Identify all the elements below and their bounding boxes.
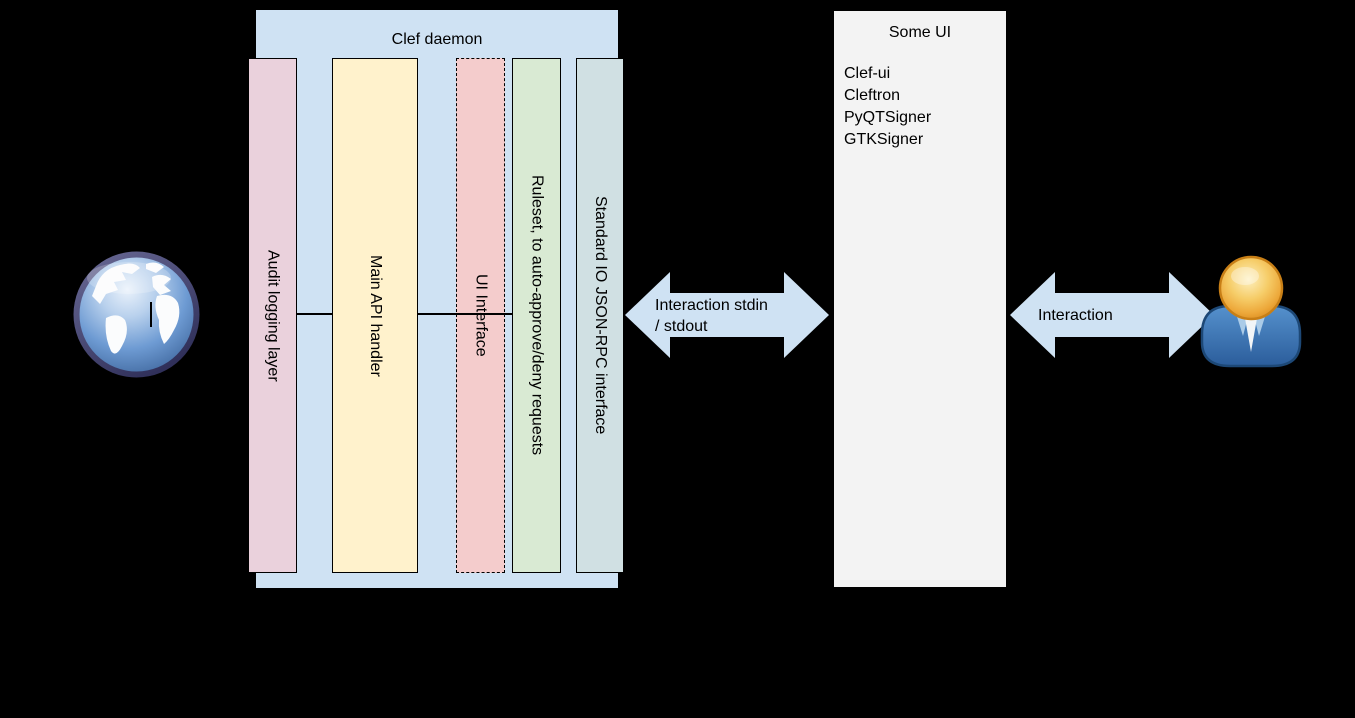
layer-label-main-api-handler: Main API handler bbox=[367, 254, 384, 377]
layer-bar-main-api-handler: Main API handler bbox=[332, 58, 418, 573]
interaction-arrow bbox=[1010, 272, 1214, 358]
layer-label-ruleset: Ruleset, to auto-approve/deny requests bbox=[528, 175, 546, 456]
some-ui-title: Some UI bbox=[888, 24, 952, 41]
some-ui-box: Some UI Clef-ui Cleftron PyQTSigner GTKS… bbox=[833, 10, 1007, 588]
some-ui-item-pyqtsigner: PyQTSigner bbox=[844, 109, 932, 126]
clef-daemon-box: Clef daemon bbox=[256, 10, 618, 588]
connector-audit-to-api bbox=[297, 313, 332, 315]
layer-label-stdio-jsonrpc: Standard IO JSON-RPC interface bbox=[592, 196, 609, 435]
connector-api-to-ruleset bbox=[418, 313, 512, 315]
clef-daemon-title: Clef daemon bbox=[391, 31, 483, 48]
some-ui-item-cleftron: Cleftron bbox=[844, 87, 901, 104]
layer-bar-audit-logging: Audit logging layer bbox=[248, 58, 297, 573]
globe-icon bbox=[73, 251, 200, 378]
some-ui-item-clef-ui: Clef-ui bbox=[844, 65, 891, 82]
some-ui-list: Clef-ui Cleftron PyQTSigner GTKSigner bbox=[844, 63, 931, 151]
layer-label-audit-logging: Audit logging layer bbox=[264, 249, 282, 382]
user-icon bbox=[1200, 255, 1302, 368]
stdin-stdout-arrow-label-line2: / stdout bbox=[655, 318, 708, 335]
layer-bar-ruleset: Ruleset, to auto-approve/deny requests bbox=[512, 58, 561, 573]
stdin-stdout-arrow bbox=[625, 272, 829, 358]
stdin-stdout-arrow-label-line1: Interaction stdin bbox=[655, 297, 768, 314]
globe-tick-line bbox=[150, 302, 152, 327]
layer-bar-stdio-jsonrpc: Standard IO JSON-RPC interface bbox=[576, 58, 624, 573]
layer-label-ui-interface: UI Interface bbox=[472, 274, 490, 357]
layer-bar-ui-interface: UI Interface bbox=[456, 58, 505, 573]
some-ui-item-gtksigner: GTKSigner bbox=[844, 131, 924, 148]
interaction-arrow-label: Interaction bbox=[1038, 307, 1113, 324]
stdin-stdout-arrow-label: Interaction stdin / stdout bbox=[655, 295, 768, 337]
